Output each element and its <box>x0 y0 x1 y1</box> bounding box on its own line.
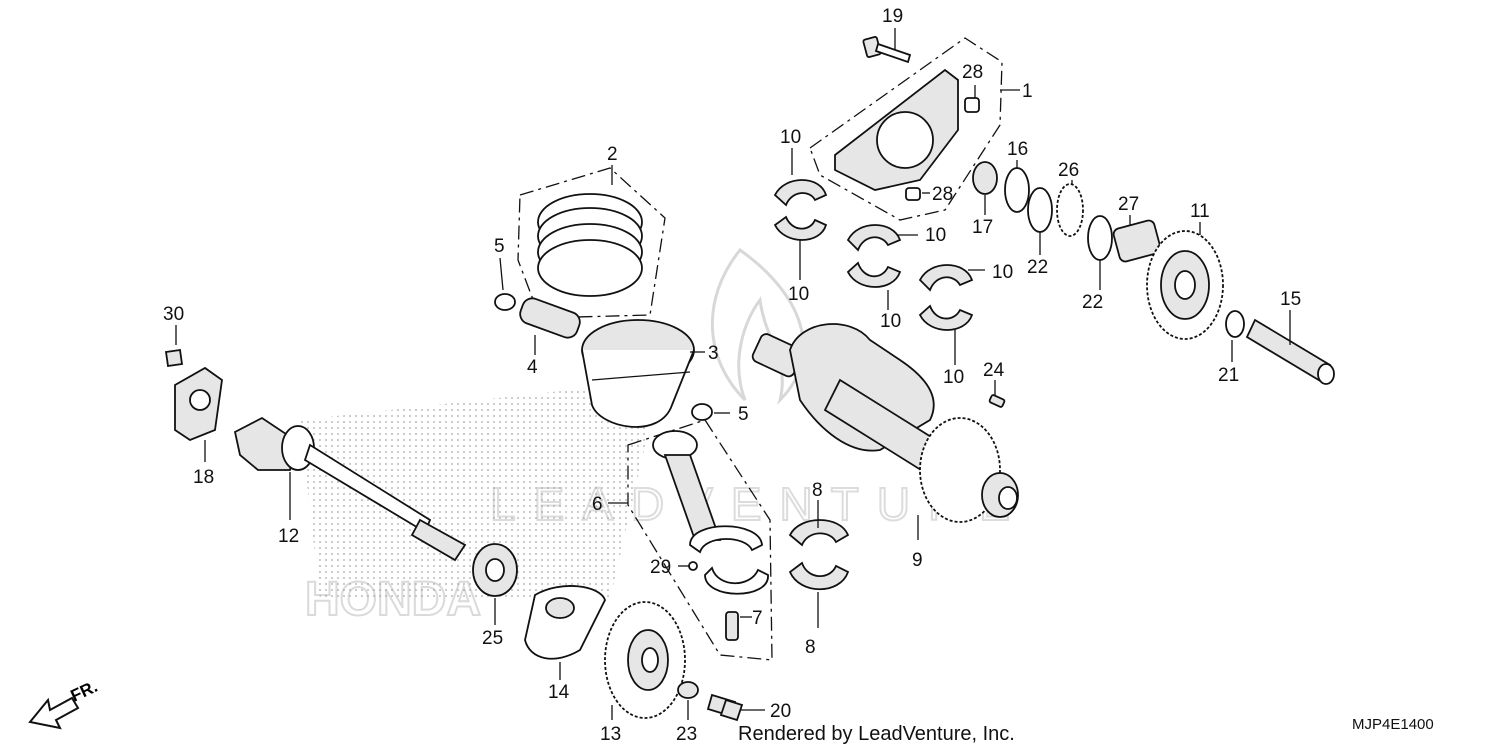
balancer-shaft <box>1225 310 1335 385</box>
callout-18: 18 <box>193 467 214 488</box>
callout-10d: 10 <box>880 311 901 332</box>
dotted-projection <box>300 380 660 600</box>
callout-23: 23 <box>676 724 697 745</box>
bearing-shells-8 <box>788 519 850 591</box>
callout-10e: 10 <box>992 262 1013 283</box>
diagram-code: MJP4E1400 <box>1352 716 1434 733</box>
callout-22a: 22 <box>1027 257 1048 278</box>
callout-13: 13 <box>600 724 621 745</box>
callout-6: 6 <box>592 494 603 515</box>
callout-5a: 5 <box>494 236 505 257</box>
callout-27: 27 <box>1118 194 1139 215</box>
callout-17: 17 <box>972 217 993 238</box>
callout-19: 19 <box>882 6 903 27</box>
callout-16: 16 <box>1007 139 1028 160</box>
shaft-spacers <box>972 161 1162 263</box>
callout-29: 29 <box>650 557 671 578</box>
callout-10a: 10 <box>780 127 801 148</box>
callout-24: 24 <box>983 360 1005 381</box>
callout-15: 15 <box>1280 289 1301 310</box>
callout-3: 3 <box>708 343 719 364</box>
leader-lines <box>175 28 1291 720</box>
callout-30: 30 <box>163 304 184 325</box>
plate-18 <box>164 348 223 442</box>
callout-14: 14 <box>548 682 570 703</box>
callout-25: 25 <box>482 628 503 649</box>
callout-10b: 10 <box>788 284 809 305</box>
callout-28a: 28 <box>962 62 983 83</box>
connecting-rod-group <box>627 419 773 661</box>
callout-20: 20 <box>770 701 791 722</box>
callout-12: 12 <box>278 526 299 547</box>
crankshaft <box>751 323 1019 523</box>
piston-pin <box>494 293 713 421</box>
cover-14 <box>524 585 606 660</box>
arrow-front-icon <box>28 696 80 730</box>
callout-22b: 22 <box>1082 292 1103 313</box>
callout-2: 2 <box>607 144 618 165</box>
callout-26: 26 <box>1058 160 1079 181</box>
front-direction-marker: FR. <box>28 677 101 730</box>
washer-bolt <box>677 681 744 722</box>
callout-10f: 10 <box>943 367 964 388</box>
callout-8a: 8 <box>812 480 823 501</box>
piston <box>581 319 695 428</box>
callouts: 1 2 3 4 5 5 6 7 8 8 9 10 10 10 10 10 10 … <box>163 6 1301 745</box>
piston-ring-group <box>517 167 666 319</box>
callout-1: 1 <box>1022 81 1033 102</box>
bearing-25 <box>472 543 518 597</box>
callout-4: 4 <box>527 357 538 378</box>
gear-11 <box>1146 230 1224 340</box>
callout-11: 11 <box>1190 201 1210 222</box>
callout-10c: 10 <box>925 225 946 246</box>
callout-9: 9 <box>912 550 923 571</box>
shaft-12 <box>233 416 467 562</box>
oil-pump-cover-group <box>809 37 1003 221</box>
bolt-19 <box>862 36 912 64</box>
callout-28b: 28 <box>932 184 953 205</box>
callout-8b: 8 <box>805 637 816 658</box>
credit-text: Rendered by LeadVenture, Inc. <box>738 723 1015 745</box>
bearing-shells-10 <box>773 179 974 331</box>
callout-7: 7 <box>752 608 763 629</box>
gear-13 <box>604 601 686 719</box>
callout-5b: 5 <box>738 404 749 425</box>
callout-21: 21 <box>1218 365 1239 386</box>
